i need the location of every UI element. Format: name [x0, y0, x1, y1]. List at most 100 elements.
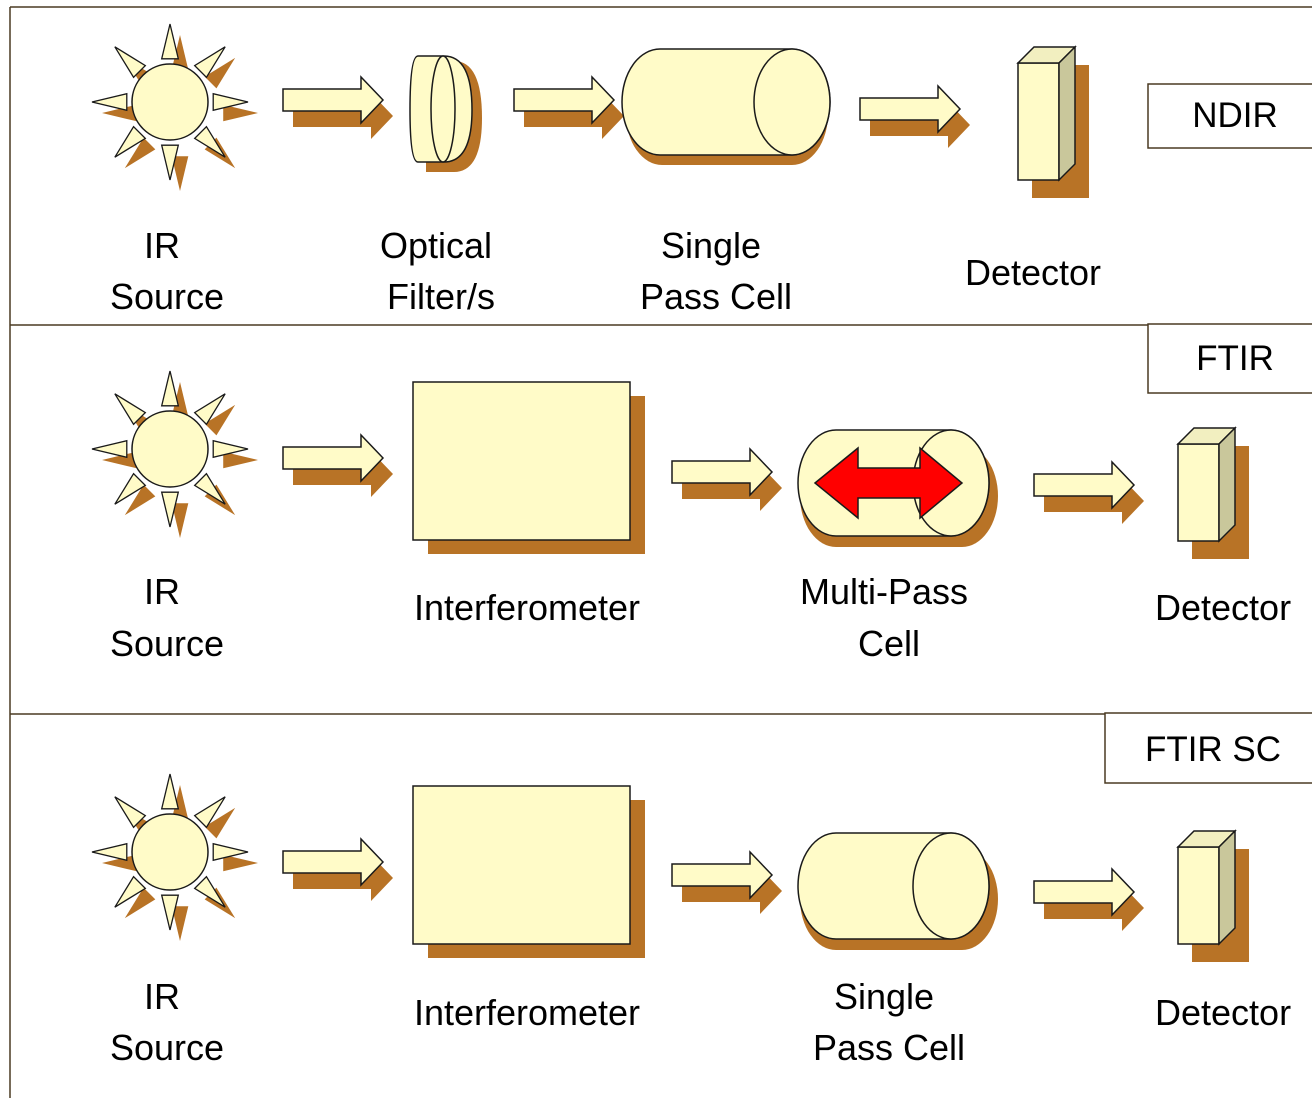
arrow-shadow: [293, 855, 393, 901]
sun-ray: [124, 137, 156, 169]
arrow-body: [282, 433, 385, 483]
sun-ray: [193, 393, 226, 426]
arrow-body: [1033, 460, 1136, 510]
sun-ray: [114, 472, 147, 505]
sun-ray: [212, 92, 249, 112]
panel-tag-ndir: NDIR: [1147, 83, 1312, 149]
beam-arrow: [282, 75, 393, 139]
multi-pass-cell-label: Multi-Pass Cell: [800, 571, 978, 664]
ir-source-sun-icon: [91, 23, 258, 191]
beam-arrow: [1033, 867, 1144, 931]
label-line: Detector: [965, 252, 1101, 293]
sun-ray: [193, 875, 226, 908]
label-line: IR: [144, 976, 180, 1017]
label-line: Source: [110, 1027, 224, 1068]
sun-ray: [212, 439, 249, 459]
panel-tag-ftir-sc: FTIR SC: [1104, 712, 1312, 784]
detector-side: [1218, 426, 1236, 543]
beam-arrow: [513, 75, 624, 139]
label-line: Interferometer: [414, 992, 640, 1033]
sun-core: [131, 63, 209, 141]
beam-arrow: [859, 84, 970, 148]
label-line: Source: [110, 623, 224, 664]
beam-arrow: [282, 837, 393, 901]
sun-ray: [193, 125, 226, 158]
sun-ray: [212, 842, 249, 862]
sun-core: [131, 410, 209, 488]
arrow-body: [1033, 867, 1136, 917]
label-line: Single: [834, 976, 934, 1017]
arrow-shadow: [682, 868, 782, 914]
arrow-body: [671, 447, 774, 497]
ir-source-sun-icon: [91, 370, 258, 538]
detector-label: Detector: [965, 252, 1101, 293]
label-line: Optical: [380, 225, 492, 266]
detector-front: [1017, 62, 1060, 181]
label-line: Pass Cell: [640, 276, 792, 317]
sun-ray: [160, 23, 180, 60]
sun-ray: [91, 842, 128, 862]
optical-filter-icon: [409, 55, 482, 172]
label-line: Detector: [1155, 992, 1291, 1033]
ir-source-label: IR Source: [110, 976, 224, 1068]
detector-label: Detector: [1155, 587, 1291, 628]
sun-ray: [91, 439, 128, 459]
sun-ray: [204, 57, 236, 89]
label-line: Filter/s: [387, 276, 495, 317]
detector-front: [1177, 443, 1220, 542]
label-line: Interferometer: [414, 587, 640, 628]
detector-side: [1058, 45, 1076, 182]
interferometer-icon: [412, 785, 645, 958]
sun-ray: [114, 46, 147, 79]
sun-ray: [160, 144, 180, 181]
label-line: Cell: [858, 623, 920, 664]
interferometer-icon: [412, 381, 645, 554]
detector-icon: [1016, 45, 1089, 198]
arrow-shadow: [870, 102, 970, 148]
detector-icon: [1176, 426, 1249, 559]
sun-ray: [160, 894, 180, 931]
sun-ray: [193, 796, 226, 829]
sun-ray: [114, 125, 147, 158]
sun-ray: [171, 785, 189, 820]
panel-tag-label: FTIR SC: [1145, 730, 1281, 769]
panel-ftir-sc: FTIR SC IR Source Interferometer Single …: [91, 712, 1312, 1068]
beam-arrow: [671, 447, 782, 511]
label-line: Detector: [1155, 587, 1291, 628]
ir-source-label: IR Source: [110, 571, 224, 664]
arrow-body: [282, 837, 385, 887]
sun-ray: [223, 451, 258, 469]
double-arrow-icon: [813, 446, 964, 520]
sun-ray: [171, 382, 189, 417]
multi-pass-cell-icon: [797, 429, 998, 547]
interferometer-label: Interferometer: [414, 992, 640, 1033]
panel-tag-ftir: FTIR: [1147, 323, 1312, 394]
arrow-shadow: [293, 93, 393, 139]
arrow-shadow: [1044, 478, 1144, 524]
sun-ray: [204, 807, 236, 839]
beam-arrow: [671, 850, 782, 914]
label-line: IR: [144, 571, 180, 612]
arrow-shadow: [1044, 885, 1144, 931]
arrow-body: [282, 75, 385, 125]
sun-ray: [193, 46, 226, 79]
panel-tag-label: FTIR: [1196, 339, 1274, 378]
sun-ray: [114, 796, 147, 829]
ir-source-label: IR Source: [110, 225, 224, 317]
detector-label: Detector: [1155, 992, 1291, 1033]
sun-ray: [102, 854, 137, 872]
arrow-shadow: [682, 465, 782, 511]
sun-ray: [124, 484, 156, 516]
single-pass-cell-label: Single Pass Cell: [640, 225, 792, 317]
sun-ray: [160, 773, 180, 810]
single-pass-cell-icon: [621, 48, 831, 165]
beam-arrow: [282, 433, 393, 497]
sun-ray: [171, 906, 189, 941]
sun-ray: [102, 104, 137, 122]
sun-core: [131, 813, 209, 891]
sun-ray: [124, 887, 156, 919]
sun-ray: [102, 451, 137, 469]
detector-side: [1218, 829, 1236, 946]
sun-ray: [114, 875, 147, 908]
